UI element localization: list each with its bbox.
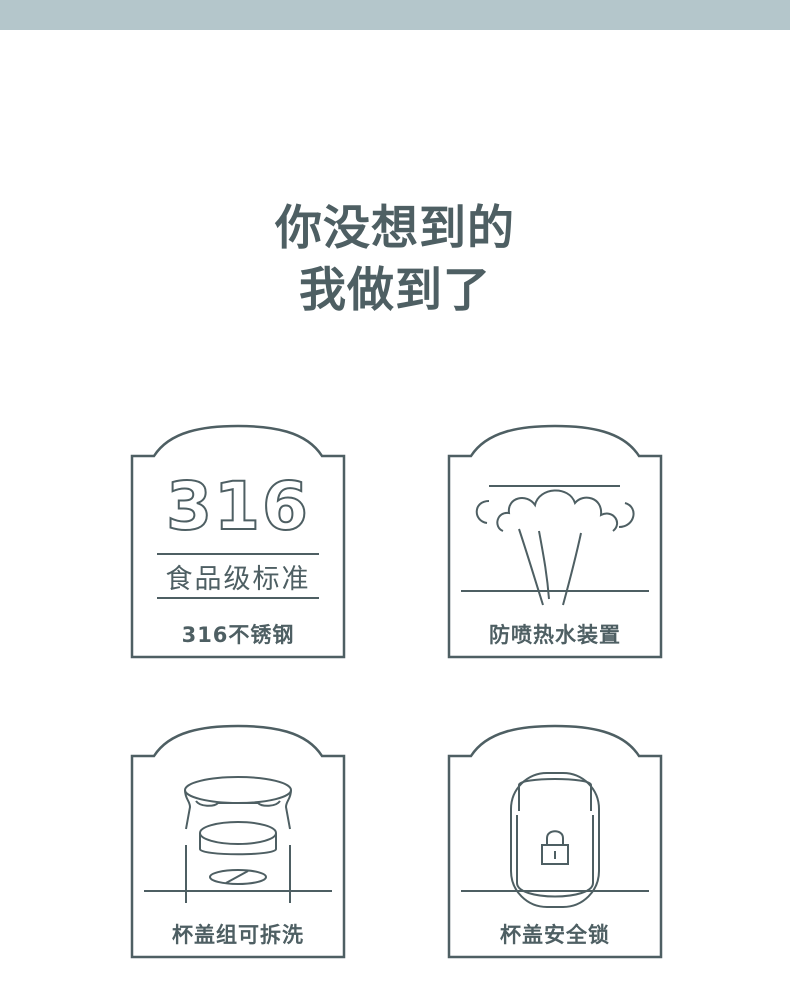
divider-top [157,553,319,555]
feature-card-detachable-lid: 杯盖组可拆洗 [130,723,346,959]
feature-caption: 杯盖安全锁 [500,923,610,947]
top-bar [0,0,790,30]
steam-spray-icon [447,424,663,659]
headline-line-2: 我做到了 [299,263,491,318]
detachable-lid-icon [130,724,346,959]
lock-icon [447,724,663,959]
divider-bottom [157,597,319,599]
card-frame [130,424,346,659]
steel-grade-number: 316 [165,468,310,545]
feature-caption: 防喷热水装置 [489,623,621,647]
headline: 你没想到的 我做到了 [0,198,790,322]
headline-line-1: 你没想到的 [275,201,515,256]
food-grade-label: 食品级标准 [165,564,311,595]
feature-card-anti-spray: 防喷热水装置 [447,423,663,659]
feature-caption: 杯盖组可拆洗 [172,923,304,947]
feature-caption: 316不锈钢 [181,623,295,647]
feature-card-316-steel: 316 食品级标准 316不锈钢 [130,423,346,659]
feature-card-lid-lock: 杯盖安全锁 [447,723,663,959]
